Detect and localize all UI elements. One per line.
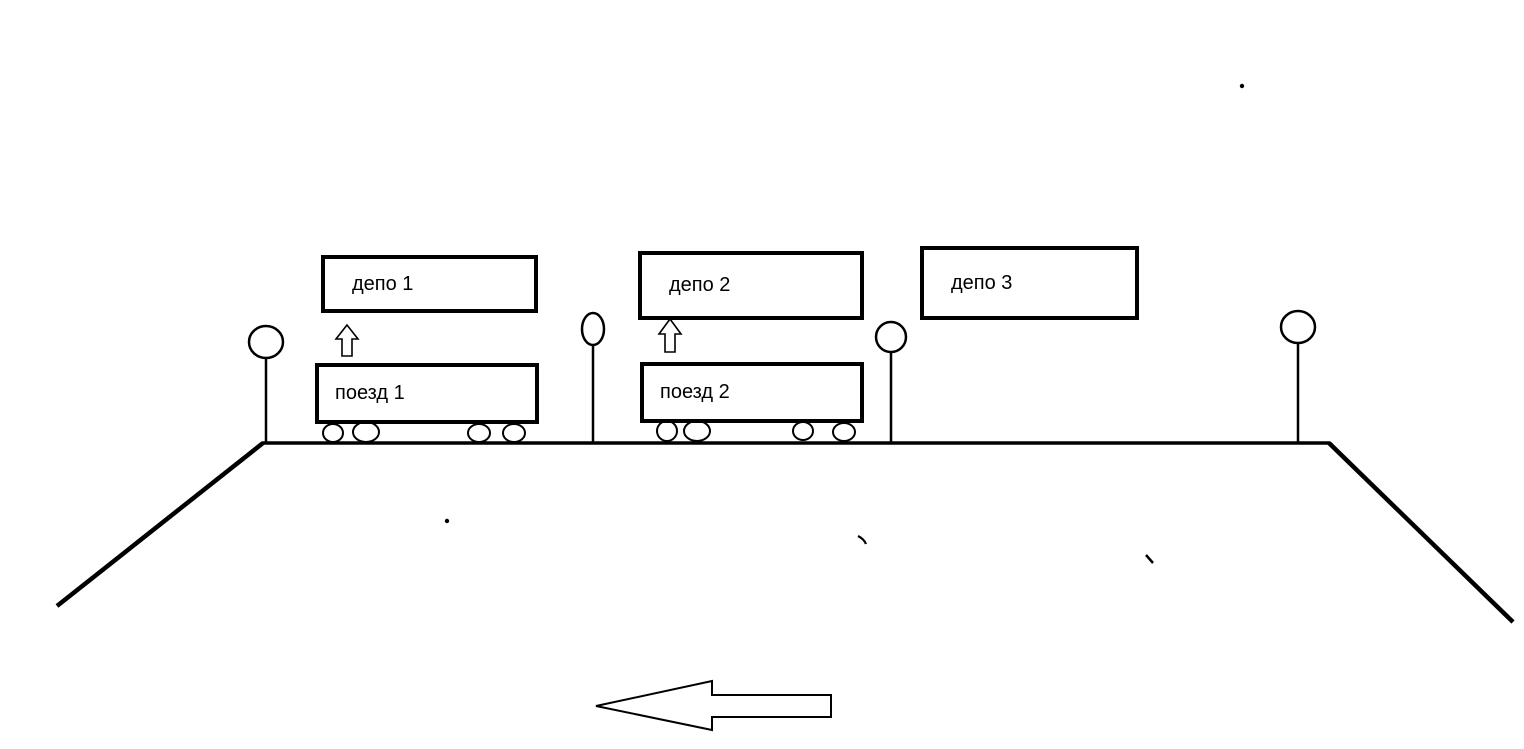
depot-3-box: депо 3: [920, 246, 1139, 320]
depot-2-box: депо 2: [638, 251, 864, 320]
stray-mark: [1239, 83, 1245, 89]
signal-post-icon: [247, 324, 285, 443]
train-1-box: поезд 1: [315, 363, 539, 424]
train-1-wheels: [322, 421, 526, 443]
stray-mark: [444, 518, 450, 524]
train-2-label: поезд 2: [660, 381, 730, 403]
depot-2-label: депо 2: [669, 274, 731, 296]
left-arrow-icon: [595, 679, 832, 732]
up-arrow-icon: [334, 323, 360, 357]
train-1-label: поезд 1: [335, 382, 405, 404]
depot-1-box: депо 1: [321, 255, 538, 313]
left-slope-line: [55, 441, 265, 608]
train-2-wheels: [656, 420, 856, 442]
right-slope-line: [1327, 441, 1515, 624]
depot-1-label: депо 1: [352, 272, 414, 295]
depot-3-label: депо 3: [951, 271, 1013, 294]
signal-post-icon: [580, 311, 606, 443]
stray-mark: [857, 535, 868, 545]
up-arrow-icon: [657, 317, 683, 353]
stray-mark: [1145, 554, 1154, 564]
signal-post-icon: [1279, 309, 1317, 443]
train-2-box: поезд 2: [640, 362, 864, 423]
signal-post-icon: [874, 320, 908, 443]
